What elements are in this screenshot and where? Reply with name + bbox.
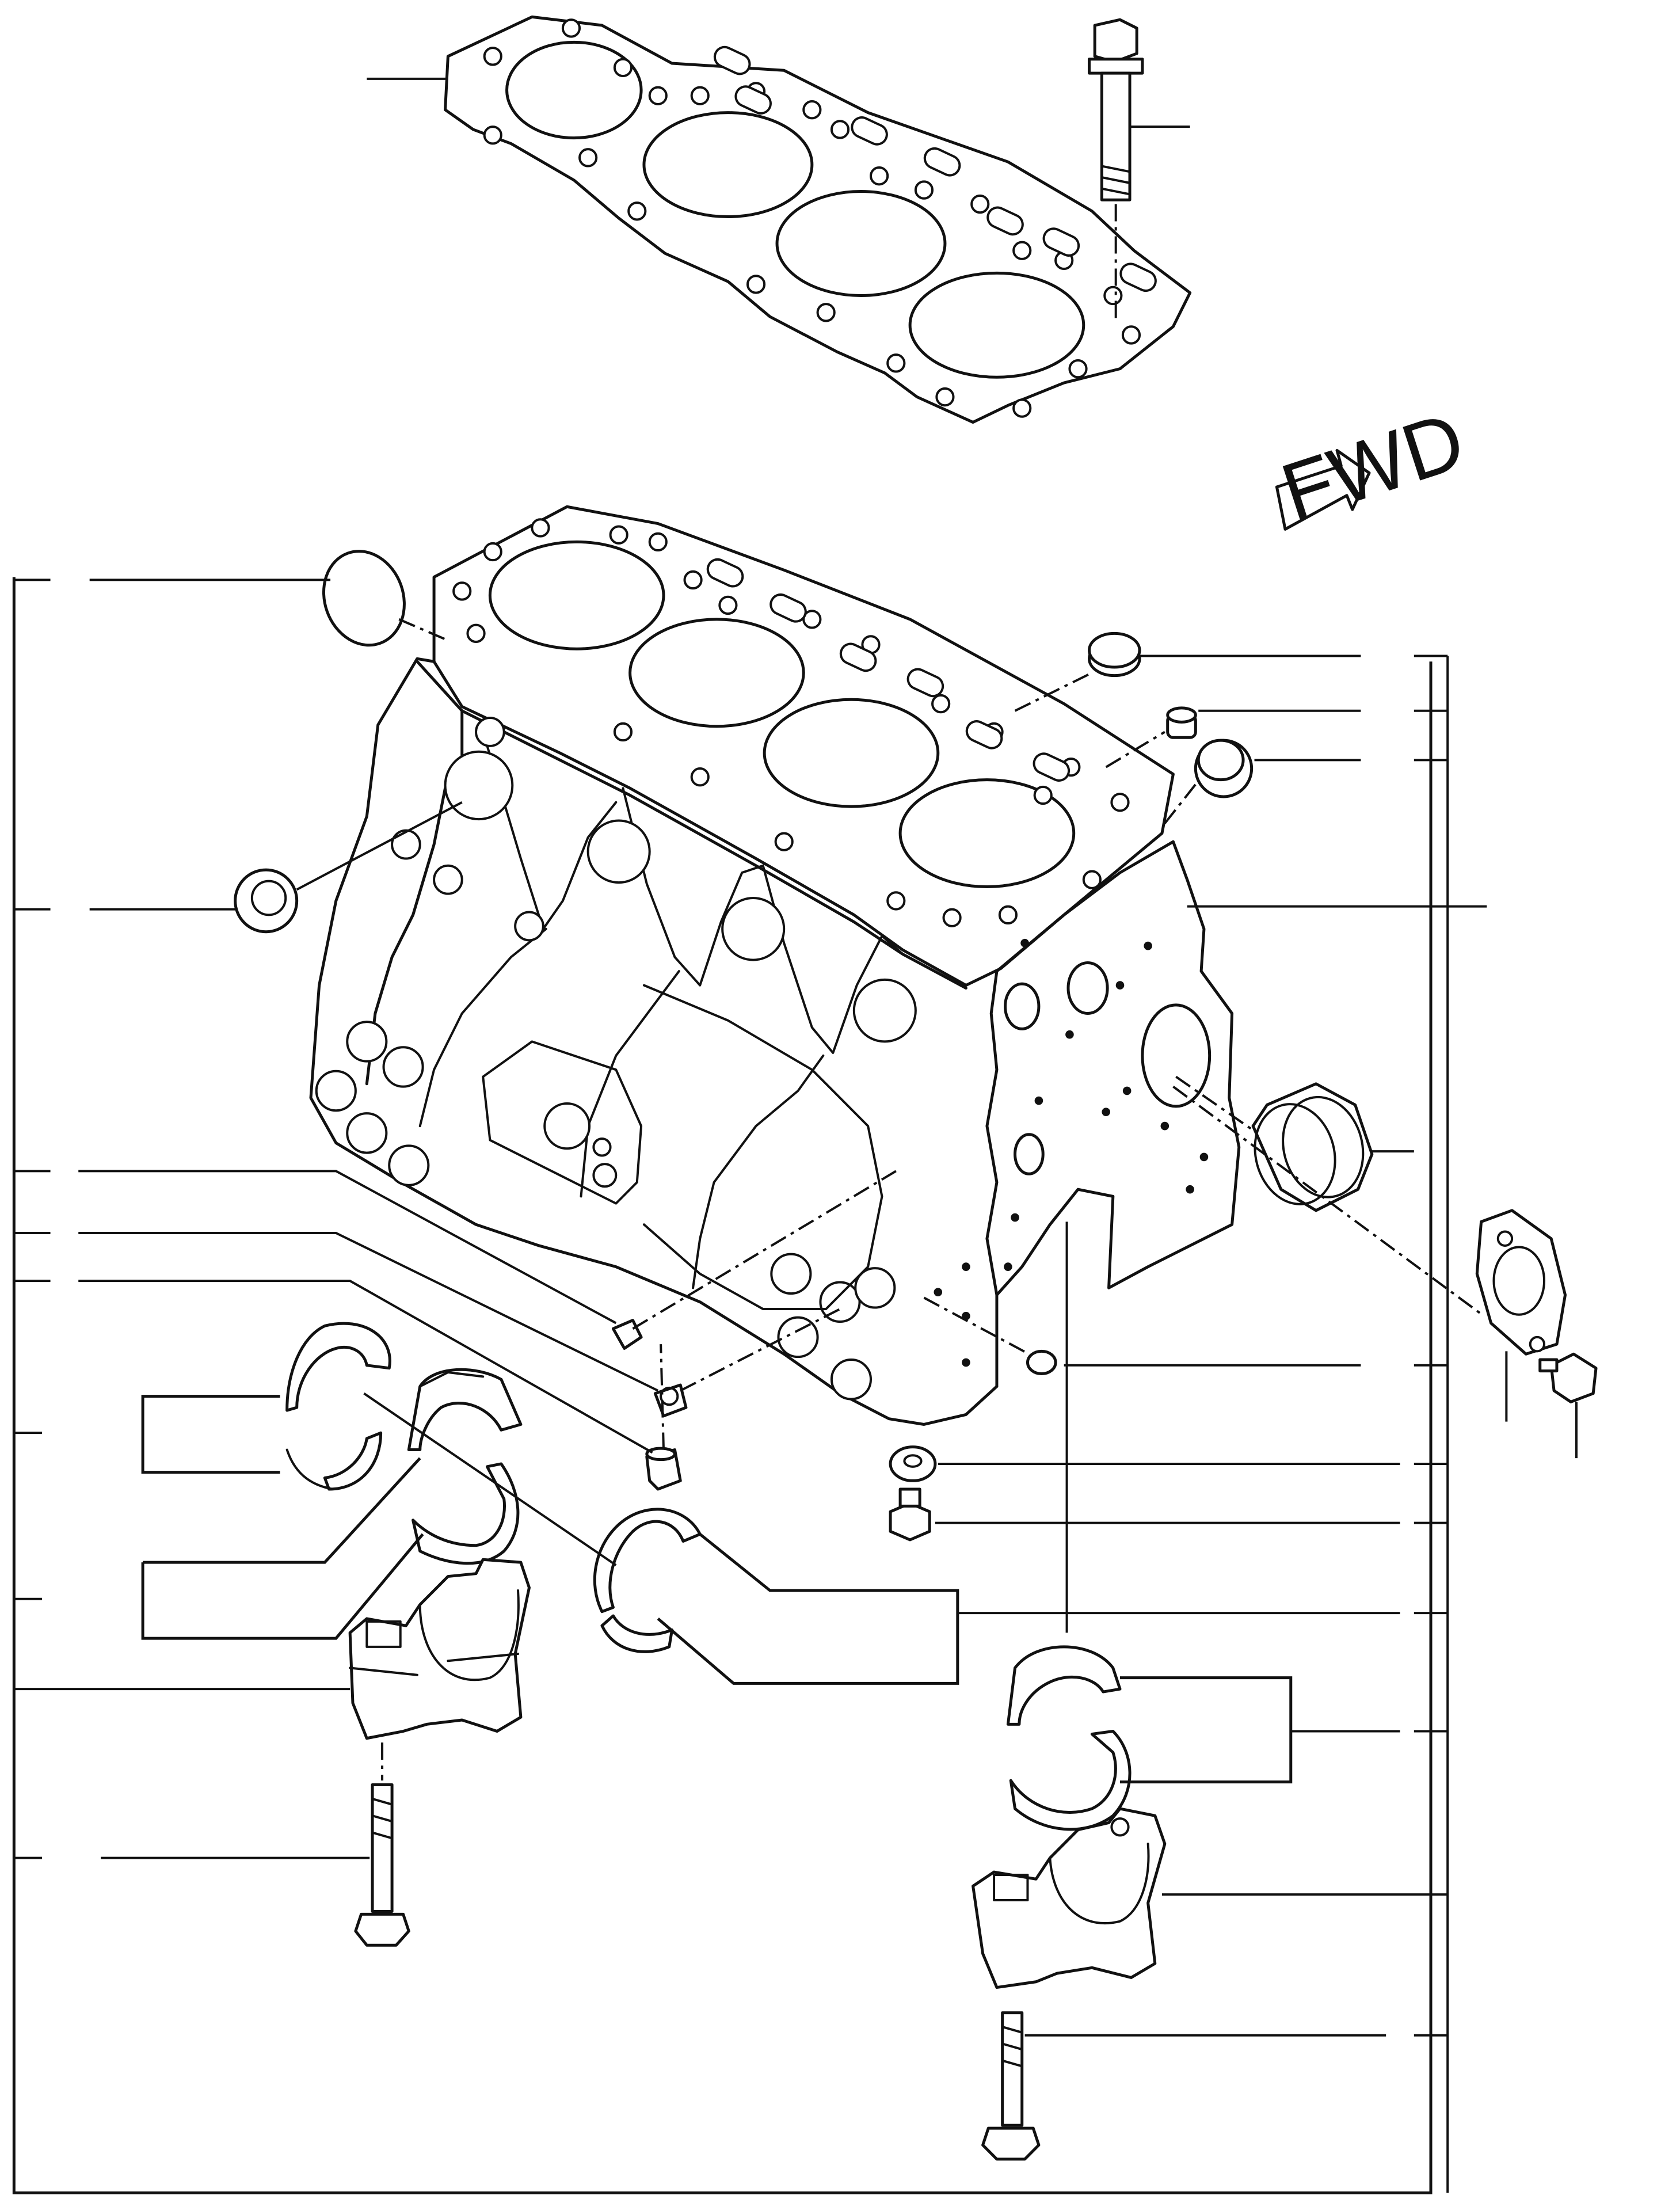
head-bolt [1089,20,1190,321]
deck-holes [454,519,1128,926]
gasket-oil-slots [711,44,1159,294]
threaded-plug [1195,740,1251,797]
oil-seal [235,802,462,932]
block-plug-1 [613,1321,641,1349]
small-plug [1168,708,1196,737]
fwd-label: FWD [1271,394,1475,538]
gasket-holes [485,20,1140,417]
drain-washer [890,1447,935,1481]
fwd-arrow-icon: FWD [1271,394,1475,538]
main-bearing-cap-rear [973,1809,1165,1988]
main-bearing-upper [409,1369,521,1449]
leader-lines [14,577,1576,2193]
main-bearing-rear-lower [1011,1732,1130,1829]
rear-cover-plate [1173,1087,1596,1402]
main-bearing-cap-bolt-front [356,1742,409,1945]
main-bearing-cap-bolt-rear [983,2013,1039,2159]
rear-bushing [1176,1077,1374,1213]
main-bearing-lower [413,1464,518,1563]
thrust-washer-right [595,1509,700,1652]
thrust-washer-upper [287,1323,390,1489]
drain-bolt [890,1489,929,1540]
expansion-plug [1089,633,1140,675]
block-plug-3 [647,1448,680,1489]
main-bearing-cap-front [350,1559,529,1738]
deck-slots [704,556,1072,783]
drain-plug [924,1297,1056,1373]
o-ring [311,540,448,657]
cylinder-head-gasket [367,17,1190,422]
cylinder-block [311,507,1239,1424]
main-bearing-rear-upper [1008,1647,1120,1724]
rear-face-holes [934,938,1209,1367]
